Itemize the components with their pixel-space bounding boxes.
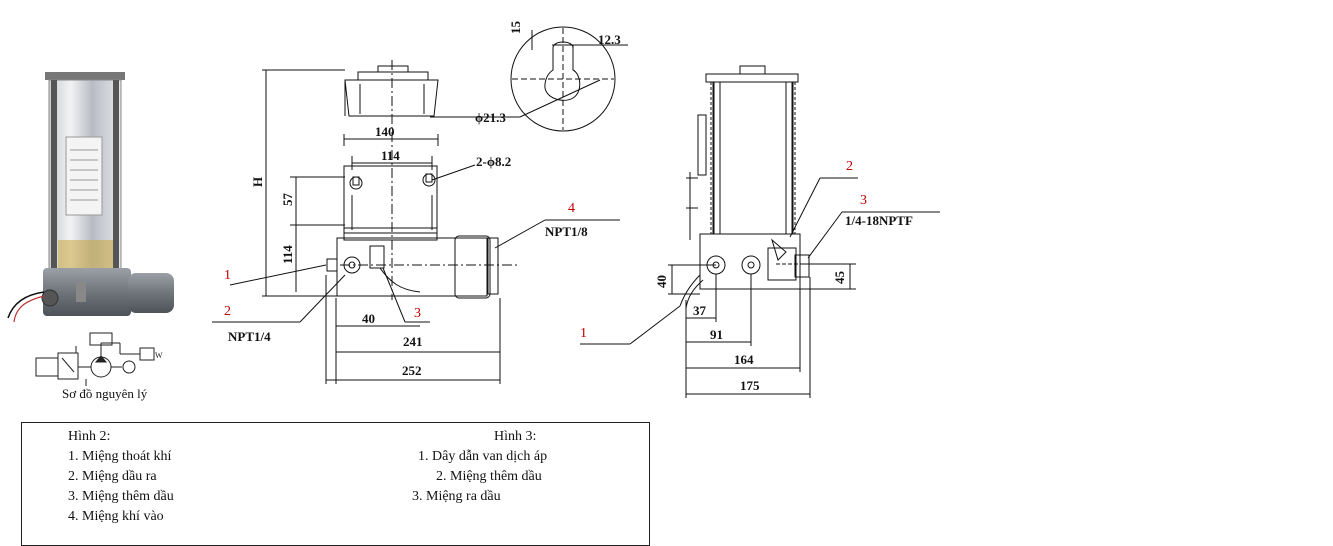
legend-fig3-title: Hình 3: [494, 429, 537, 444]
fig2-dim-114-top: 114 [381, 148, 400, 163]
fig2-dim-15: 15 [508, 21, 523, 35]
fig2-dim-2-phi8-2: 2-ϕ8.2 [476, 154, 511, 169]
fig2-dim-h: H [250, 177, 265, 187]
legend-fig3-item-2: 2. Miệng thêm dầu [436, 469, 542, 484]
legend-fig2-item-3: 3. Miệng thêm dầu [68, 489, 174, 504]
fig3-npt18: 1/4-18NPTF [845, 213, 913, 228]
fig3-dim-91: 91 [710, 327, 723, 342]
legend-fig3-item-3: 3. Miệng ra dầu [412, 489, 501, 504]
fig2-npt1-4: NPT1/4 [228, 329, 271, 344]
fig3-dim-40: 40 [654, 275, 669, 288]
fig3-dim-175: 175 [740, 378, 760, 393]
fig2-dim-12-3: 12.3 [598, 32, 621, 47]
fig2-dim-114-side: 114 [280, 245, 295, 264]
fig3-marker-3: 3 [860, 193, 867, 208]
fig3-dim-45: 45 [832, 271, 847, 285]
fig2-dim-phi21-3: ϕ21.3 [475, 110, 506, 125]
fig3-marker-2: 2 [846, 159, 853, 174]
pump-photo [7, 72, 174, 323]
fig2-npt1-8: NPT1/8 [545, 224, 588, 239]
schematic-caption: Sơ đồ nguyên lý [62, 386, 148, 401]
legend-fig3-item-1: 1. Dây dẫn van dịch áp [418, 449, 548, 464]
fig2-marker-4: 4 [568, 201, 575, 216]
fig3-dim-37: 37 [693, 303, 707, 318]
svg-text:W: W [155, 351, 163, 360]
fig2-dim-40: 40 [362, 311, 375, 326]
legend-box: Hình 2: 1. Miệng thoát khí 2. Miệng dầu … [21, 422, 650, 546]
fig2-marker-2: 2 [224, 304, 231, 319]
fig2-marker-1: 1 [224, 268, 231, 283]
legend-fig2-item-1: 1. Miệng thoát khí [68, 449, 172, 464]
fig3-marker-1: 1 [580, 326, 587, 341]
fig3-drawing [580, 65, 940, 398]
fig2-marker-3: 3 [414, 306, 421, 321]
fig2-dim-241: 241 [403, 334, 423, 349]
fig2-dim-252: 252 [402, 363, 422, 378]
fig2-dim-140: 140 [375, 124, 395, 139]
label-sticker [65, 136, 103, 216]
legend-fig2-title: Hình 2: [68, 429, 111, 444]
legend-fig2-item-2: 2. Miệng dầu ra [68, 469, 157, 484]
legend-fig2-item-4: 4. Miệng khí vào [68, 509, 164, 524]
fig3-dim-164: 164 [734, 352, 754, 367]
hydraulic-schematic: W [35, 332, 163, 386]
fig2-dim-57: 57 [280, 193, 295, 207]
fig2-drawing [212, 26, 628, 384]
